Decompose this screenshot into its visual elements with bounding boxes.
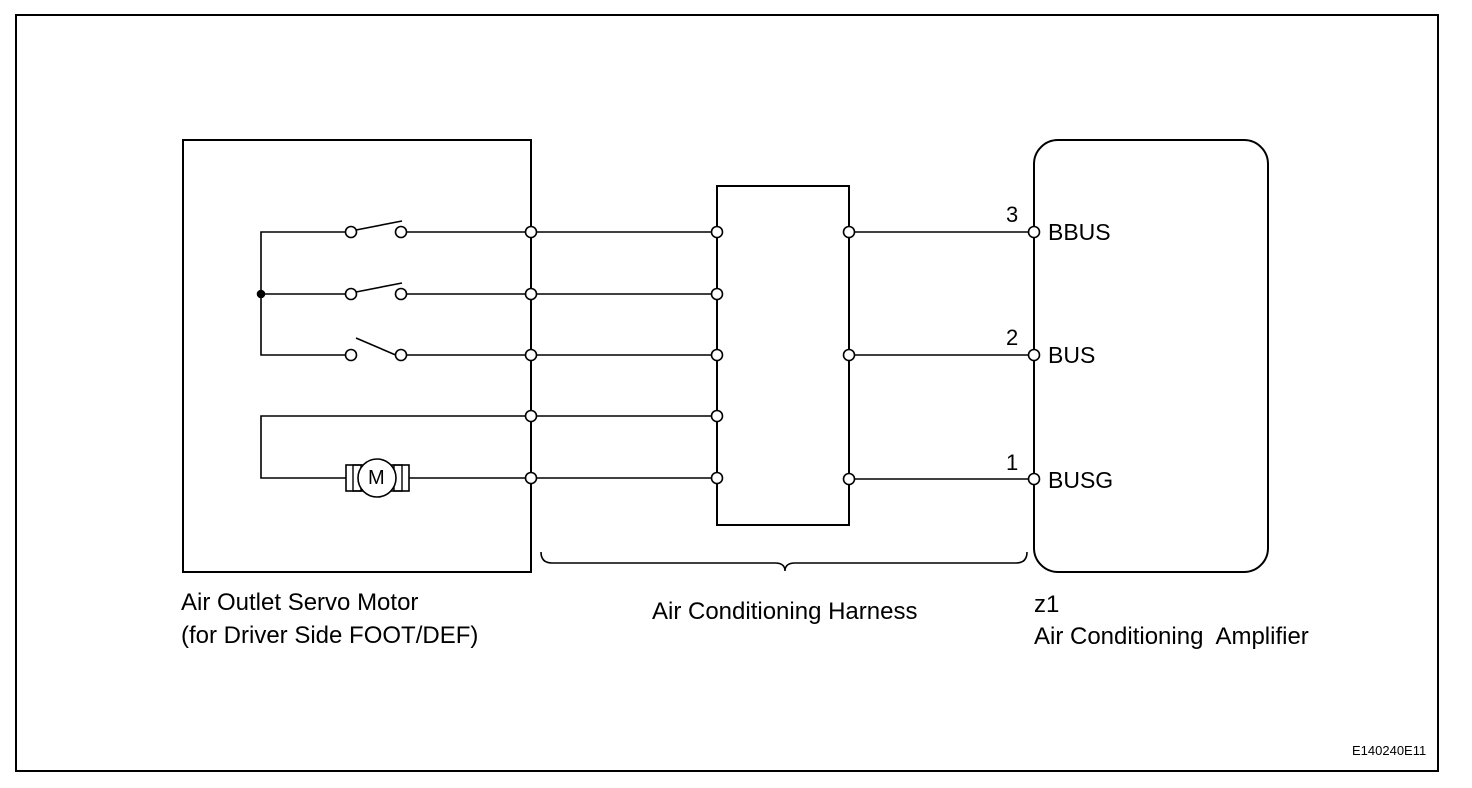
pin-number-3: 3 <box>1006 202 1019 227</box>
terminal-name-bbus: BBUS <box>1048 219 1111 245</box>
servo-motor-caption-line1: Air Outlet Servo Motor <box>181 589 419 616</box>
servo-motor-caption-line2: (for Driver Side FOOT/DEF) <box>181 622 479 649</box>
harness-amplifier-wires <box>849 231 1034 480</box>
figure-code: E140240E11 <box>1352 743 1427 758</box>
connection-nodes <box>344 225 1041 486</box>
amplifier-connector-id: z1 <box>1034 591 1060 618</box>
harness-box <box>716 185 850 526</box>
switch-group <box>256 220 531 357</box>
pin-number-1: 1 <box>1006 450 1019 475</box>
motor-symbol-label: M <box>368 467 385 489</box>
terminal-name-bus: BUS <box>1048 342 1096 368</box>
terminal-name-busg: BUSG <box>1048 467 1114 493</box>
motor-loop <box>260 415 531 498</box>
pin-number-2: 2 <box>1006 325 1019 350</box>
servo-harness-wires <box>531 231 717 479</box>
outer-frame <box>15 14 1439 772</box>
harness-brace <box>540 551 1028 572</box>
amplifier-caption: Air Conditioning Amplifier <box>1034 623 1309 650</box>
harness-caption: Air Conditioning Harness <box>652 598 918 625</box>
